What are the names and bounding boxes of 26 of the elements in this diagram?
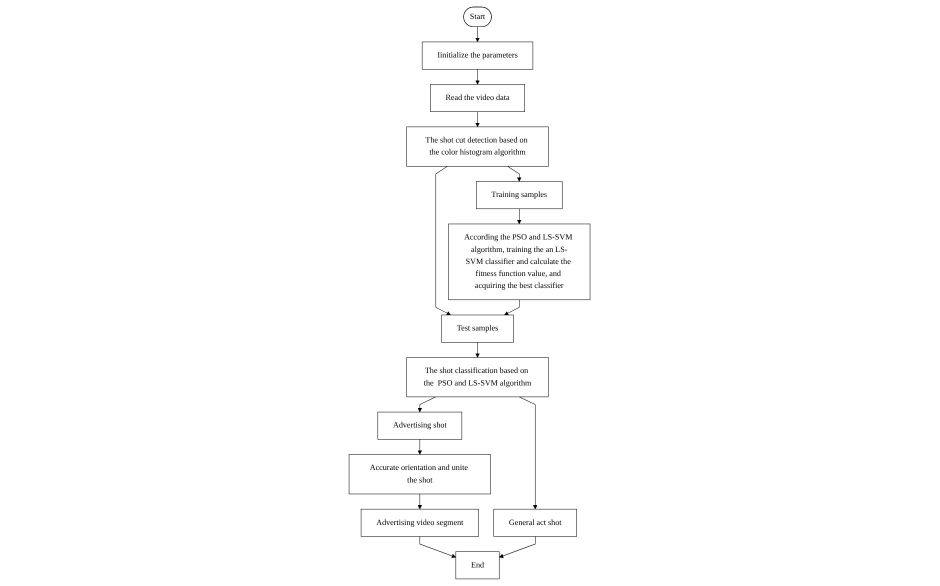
node-box: Advertising shot xyxy=(378,412,463,440)
arrow xyxy=(519,396,538,510)
node-box: Advertising video segment xyxy=(361,508,480,537)
arrow xyxy=(476,26,480,42)
node-box: Accurate orientation and unite the shot xyxy=(349,454,492,494)
arrow xyxy=(504,300,520,316)
node-box: General act shot xyxy=(494,508,578,537)
arrow xyxy=(418,396,437,412)
arrow xyxy=(476,111,480,128)
node-box: Read the video data xyxy=(430,84,526,112)
arrow xyxy=(418,439,423,455)
arrow xyxy=(420,536,456,558)
arrow xyxy=(418,494,423,510)
node-box: Iinitialize the parameters xyxy=(422,42,534,70)
arrow xyxy=(508,166,522,182)
node-box: Test samples xyxy=(442,314,514,343)
node-box: The shot classification based on the PSO and LS-SVM algorithm xyxy=(406,357,550,398)
node-box: Training samples xyxy=(476,181,563,210)
arrow xyxy=(436,166,452,316)
arrow xyxy=(517,208,522,224)
node-box: End xyxy=(456,551,500,580)
node-box: The shot cut detection based on the color histogram algorithm xyxy=(406,126,550,167)
arrow xyxy=(476,342,480,358)
node-box: According the PSO and LS-SVM algorithm, training the an LS-SVM classifier and calculate the fitness function value, and acquiring the best classifier xyxy=(448,224,591,300)
arrow xyxy=(476,69,480,85)
arrow xyxy=(499,536,536,558)
